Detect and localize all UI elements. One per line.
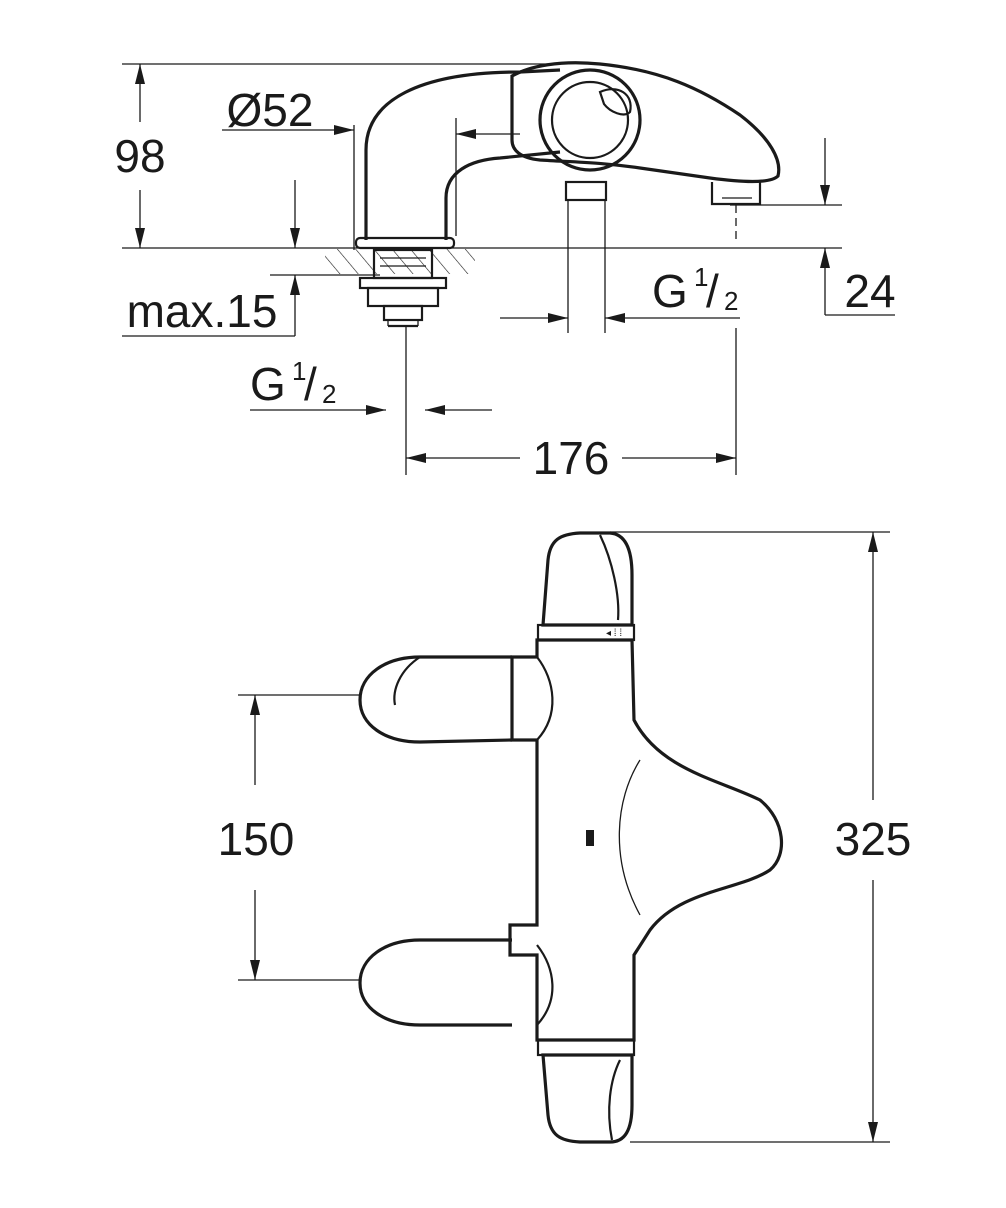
- mixer-body-front: ◂ ⁞ ⁞: [358, 531, 784, 1144]
- faucet-side-profile: [354, 61, 781, 328]
- upper-mark: ◂ ⁞ ⁞: [606, 628, 622, 639]
- thread-right-denominator: 2: [724, 286, 738, 316]
- logo-mark: [586, 830, 594, 846]
- thread-left-main: G: [250, 358, 286, 410]
- thread-left-numerator: 1: [292, 356, 306, 386]
- deck-hatch: [325, 249, 475, 274]
- side-view: 98 Ø52 max.15 G 1 / 2 24 G 1 / 2 176: [114, 61, 896, 484]
- thread-left-denominator: 2: [322, 379, 336, 409]
- front-view: 150 325 ◂ ⁞ ⁞: [218, 531, 912, 1144]
- length-label: 176: [533, 432, 610, 484]
- total-label: 325: [835, 813, 912, 865]
- thread-right-numerator: 1: [694, 262, 708, 292]
- thread-left-slash: /: [304, 358, 317, 410]
- height-label: 98: [114, 130, 165, 182]
- spout-label: 24: [844, 265, 895, 317]
- spacing-label: 150: [218, 813, 295, 865]
- max-label: max.15: [127, 285, 278, 337]
- diameter-label: Ø52: [227, 84, 314, 136]
- thread-right-main: G: [652, 265, 688, 317]
- thread-right-slash: /: [706, 265, 719, 317]
